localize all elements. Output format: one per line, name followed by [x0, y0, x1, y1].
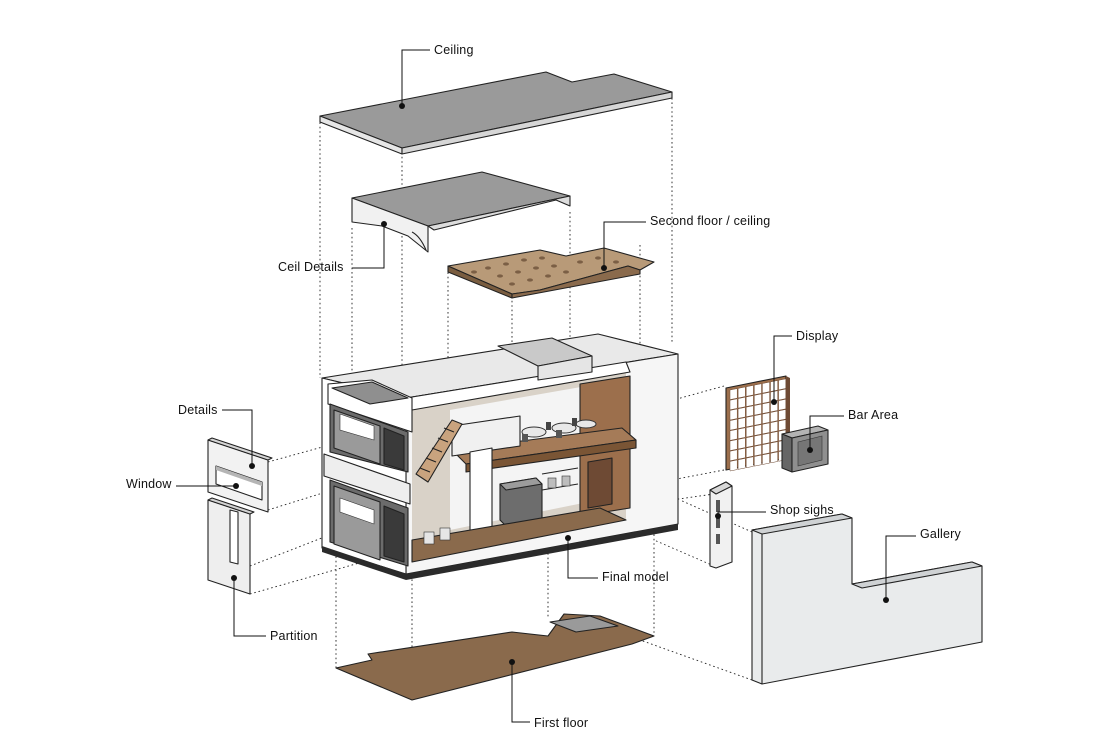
details-panel [207, 437, 273, 513]
callout-final-model: Final model [565, 535, 669, 584]
callout-shop-signs: Shop sighs [715, 503, 834, 519]
label-first-floor: First floor [534, 716, 588, 730]
display-cell [729, 388, 738, 400]
second-floor-slab [447, 247, 655, 299]
label-partition: Partition [270, 629, 318, 643]
display-cell [729, 439, 738, 451]
display-cell [729, 418, 738, 431]
display-cell [737, 396, 746, 409]
display-cell [729, 398, 738, 411]
display-cell [745, 436, 754, 448]
display-cell [754, 424, 762, 436]
callout-first-floor: First floor [509, 659, 588, 730]
display-cell [762, 432, 770, 445]
mezzanine-furniture [521, 418, 597, 442]
label-second-floor: Second floor / ceiling [650, 214, 770, 228]
display-cell [745, 395, 754, 407]
display-cell [745, 456, 754, 469]
ceiling-slab [319, 71, 673, 155]
display-shelf [725, 375, 790, 472]
display-cell [754, 454, 762, 467]
display-cell [762, 422, 770, 435]
callout-display: Display [771, 329, 839, 405]
display-cell [762, 402, 770, 414]
gallery-wall [751, 513, 983, 685]
display-cell [729, 429, 738, 441]
display-cell [754, 383, 762, 396]
display-cell [778, 388, 787, 401]
display-cell [778, 398, 787, 411]
display-cell [754, 413, 762, 426]
display-cell [778, 409, 787, 421]
label-window: Window [126, 477, 172, 491]
display-cell [762, 391, 770, 404]
callout-details: Details [178, 403, 255, 469]
final-model-building [321, 333, 679, 580]
callout-ceil-details: Ceil Details [278, 221, 387, 274]
display-cell [778, 419, 787, 431]
display-cell [737, 386, 746, 399]
display-cell [737, 427, 746, 440]
display-cell [745, 446, 754, 458]
partition-panel [207, 497, 255, 595]
first-floor-slab [335, 613, 655, 701]
display-cell [754, 403, 762, 416]
callout-ceiling: Ceiling [399, 43, 474, 109]
display-cell [745, 385, 754, 397]
display-cell [737, 407, 746, 419]
display-cell [754, 434, 762, 447]
display-cell [770, 431, 778, 443]
display-cell [762, 381, 770, 394]
display-cell [745, 415, 754, 428]
callout-window: Window [126, 477, 239, 491]
display-cell [762, 412, 770, 425]
label-ceiling: Ceiling [434, 43, 474, 57]
callout-bar-area: Bar Area [807, 408, 898, 453]
display-cell [737, 417, 746, 429]
display-cell [770, 410, 778, 423]
display-cell [770, 420, 778, 433]
display-cell [737, 437, 746, 450]
display-cell [762, 442, 770, 455]
label-shop-signs: Shop sighs [770, 503, 834, 517]
display-cell [770, 451, 778, 464]
staircase [415, 419, 463, 483]
label-ceil-details: Ceil Details [278, 260, 344, 274]
display-cell [729, 449, 738, 462]
display-cell [745, 405, 754, 418]
display-cell [729, 459, 738, 472]
shop-signs-panel [709, 481, 733, 569]
label-details: Details [178, 403, 218, 417]
callout-partition: Partition [231, 575, 318, 643]
label-final-model: Final model [602, 570, 669, 584]
display-cell [737, 458, 746, 470]
display-cell [754, 393, 762, 406]
display-cell [778, 378, 787, 391]
label-gallery: Gallery [920, 527, 962, 541]
display-cell [745, 425, 754, 438]
front-facade-windows [322, 403, 411, 580]
bar-area-unit [781, 425, 829, 473]
label-bar-area: Bar Area [848, 408, 898, 422]
label-display: Display [796, 329, 839, 343]
display-cell [729, 408, 738, 421]
display-cell [737, 447, 746, 460]
display-cell [762, 453, 770, 465]
ceil-details-canopy [351, 171, 571, 253]
display-cell [770, 441, 778, 454]
callout-second-floor: Second floor / ceiling [601, 214, 770, 271]
callout-gallery: Gallery [883, 527, 962, 603]
display-cell [754, 444, 762, 457]
